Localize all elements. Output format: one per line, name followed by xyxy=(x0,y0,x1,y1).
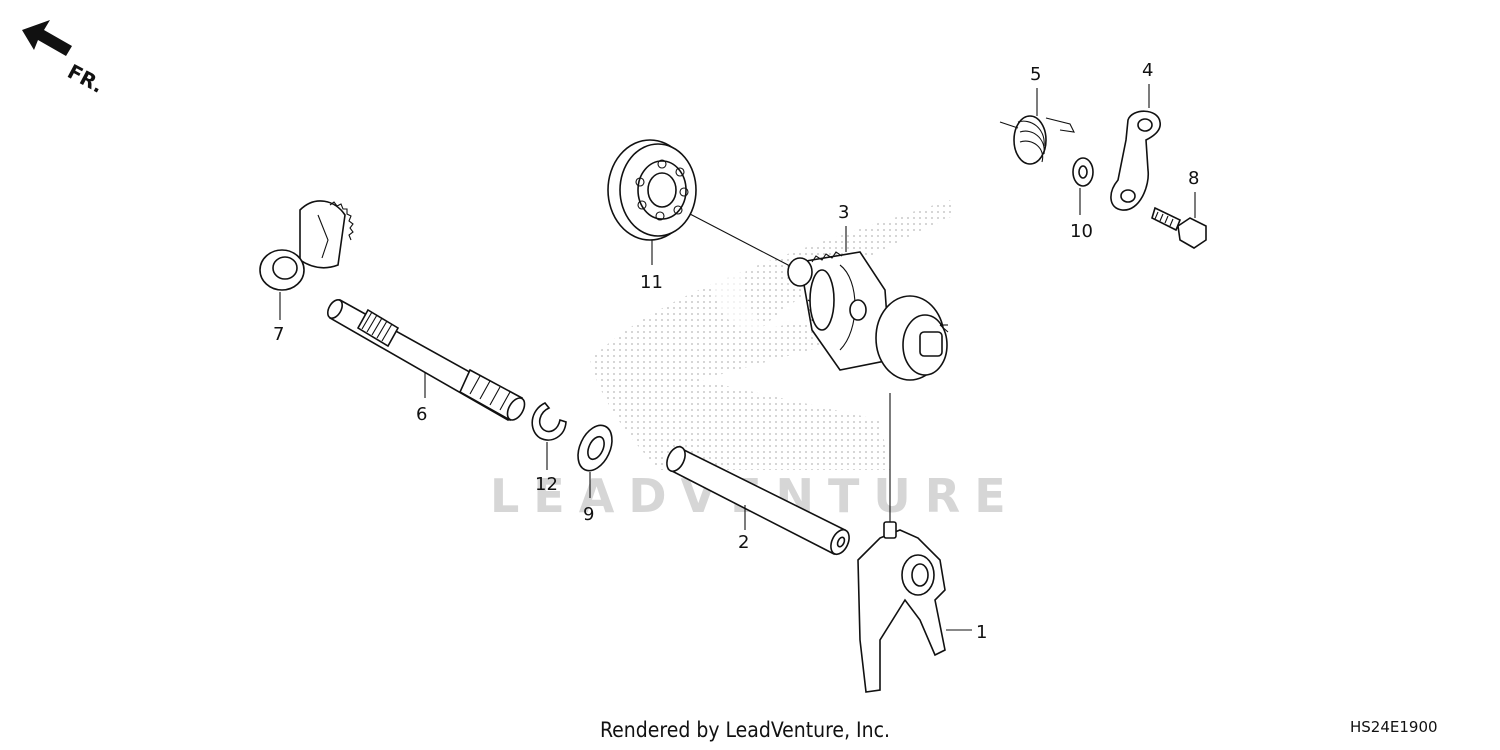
part-5-return-spring[interactable] xyxy=(999,115,1075,165)
callout-10: 10 xyxy=(1070,221,1093,242)
callout-1: 1 xyxy=(976,622,987,643)
callout-11: 11 xyxy=(640,272,663,293)
callout-6: 6 xyxy=(416,404,427,425)
footer-credit: Rendered by LeadVenture, Inc. xyxy=(600,718,890,742)
callout-7: 7 xyxy=(273,324,284,345)
callout-2: 2 xyxy=(738,532,749,553)
front-direction-arrow: FR. xyxy=(22,20,108,98)
callout-9: 9 xyxy=(583,504,594,525)
callout-4: 4 xyxy=(1142,60,1153,81)
part-11-bearing[interactable] xyxy=(607,139,697,241)
part-9-washer[interactable] xyxy=(571,420,618,476)
part-8-bolt[interactable] xyxy=(1151,206,1207,249)
part-7-kick-gear[interactable] xyxy=(259,200,354,291)
callout-12: 12 xyxy=(535,474,558,495)
part-6-spindle-shaft[interactable] xyxy=(325,297,528,423)
front-label: FR. xyxy=(64,59,108,98)
part-2-fork-shaft[interactable] xyxy=(663,444,852,557)
part-12-circlip[interactable] xyxy=(531,402,567,441)
callout-8: 8 xyxy=(1188,168,1199,189)
diagram-code: HS24E1900 xyxy=(1350,718,1438,736)
part-10-washer[interactable] xyxy=(1072,157,1094,187)
watermark-logo xyxy=(590,200,955,470)
callout-3: 3 xyxy=(838,202,849,223)
part-4-stopper-arm[interactable] xyxy=(1110,110,1161,211)
part-1-shift-fork[interactable] xyxy=(857,521,946,693)
part-3-shift-drum[interactable] xyxy=(787,251,949,381)
callout-5: 5 xyxy=(1030,64,1041,85)
